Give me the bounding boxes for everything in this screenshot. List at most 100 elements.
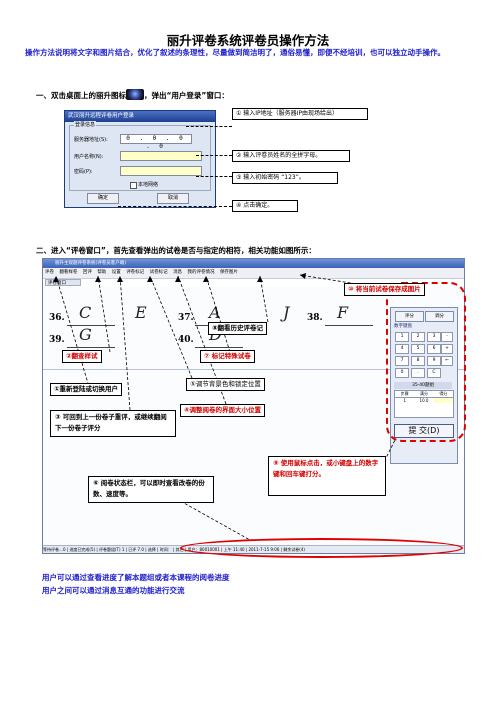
divider <box>43 369 464 370</box>
arrowhead <box>257 276 263 282</box>
table-cell: 10.0 <box>419 398 429 403</box>
label-relogin: ①重新登陆或切换用户 <box>50 383 123 396</box>
menu-item-sample[interactable]: 翻看样卷 <box>59 270 78 275</box>
menu-item-grading-mark[interactable]: 评卷标记 <box>126 270 145 275</box>
status-graded: 已评 7.0 <box>128 547 144 552</box>
arrowhead <box>95 276 101 282</box>
score-input-cell[interactable] <box>433 398 453 403</box>
arrowhead <box>53 276 59 282</box>
handwritten-answer: J <box>283 303 290 322</box>
question-number: 36. <box>49 313 65 323</box>
handwritten-answer: F <box>337 303 349 322</box>
app-title-bar: 丽升主观题评卷系统(评卷员客户端) <box>43 259 464 268</box>
score-group-title: 35-40题组 <box>394 382 452 389</box>
key-dot[interactable]: . <box>411 368 425 378</box>
status-group: 评卷题组(T) 1 <box>99 547 125 552</box>
key-6[interactable]: 6 <box>427 344 441 354</box>
label-keyboard: ⑨ 使用鼠标点击，或小键盘上的数字键和回车键打分。 <box>268 456 386 496</box>
menu-item-messages[interactable]: 消息 <box>173 270 183 275</box>
table-header: 步骤 <box>400 391 409 396</box>
app-menu-bar: 评卷 翻看样卷 回评 帮助 设置 评卷标记 试卷标记 消息 我的评卷情况 保存图… <box>43 268 464 279</box>
username-input[interactable] <box>120 151 202 161</box>
menu-item-grading[interactable]: 评卷 <box>45 270 54 275</box>
status-time: 时间： <box>159 547 172 552</box>
key-backspace[interactable]: ← <box>441 356 453 366</box>
username-label: 用户名称(N): <box>74 154 104 160</box>
server-address-label: 服务器地址(S): <box>74 137 108 143</box>
password-input[interactable] <box>120 166 202 176</box>
status-progress: 进度已完成(5) <box>69 547 96 552</box>
menu-item-help[interactable]: 帮助 <box>97 270 107 275</box>
leader-arrow-nav <box>119 275 131 411</box>
login-cancel-button[interactable]: 取消 <box>157 193 189 204</box>
password-label: 密码(P): <box>74 169 93 175</box>
menu-item-settings[interactable]: 设置 <box>111 270 121 275</box>
label-sample: ②翻查样试 <box>62 350 102 363</box>
key-9[interactable]: 9 <box>427 356 441 366</box>
key-2[interactable]: 2 <box>411 332 425 342</box>
arrowhead <box>117 276 123 282</box>
key-7[interactable]: 7 <box>395 356 409 366</box>
leader-arrow-sample <box>97 275 111 353</box>
menu-item-my-progress[interactable]: 我的评卷情况 <box>187 270 215 275</box>
question-number: 37. <box>178 313 194 323</box>
section-1-text-before: 一、双击桌面上的丽升图标 <box>36 91 126 100</box>
local-network-label: 本地网络 <box>138 182 159 188</box>
arrowhead <box>203 276 209 282</box>
table-row: 1 10.0 <box>395 398 453 403</box>
key-4[interactable]: 4 <box>395 344 409 354</box>
status-bar-highlight-ring <box>180 538 463 558</box>
tab-score[interactable]: 评分 <box>395 311 424 322</box>
answer-line <box>67 325 115 326</box>
answer-line <box>325 325 373 326</box>
arrowhead <box>300 273 306 279</box>
scoring-keypad-panel: 评分 调分 数字键盘 1 2 3 4 5 6 7 8 9 0 . - + ← C… <box>390 307 458 464</box>
key-plus[interactable]: + <box>441 344 453 354</box>
server-address-input[interactable]: 0 . 0 . 0 . 0 <box>120 134 192 150</box>
login-dialog-title: 武汉丽升远程评卷用户登录 <box>65 111 215 122</box>
status-waiting: 等待评卷…0 <box>43 547 66 552</box>
status-other: 其它 <box>175 547 184 552</box>
callout-password: ③ 输入初始密码 “123”。 <box>232 172 338 184</box>
question-number: 39. <box>49 335 65 345</box>
menu-item-paper-mark[interactable]: 试卷标记 <box>149 270 168 275</box>
tab-grading-window[interactable]: 评卷窗口 <box>45 279 81 286</box>
keypad-title: 数字键盘 <box>394 324 412 329</box>
section-1-text-after: ，弹出“用户登录”窗口： <box>144 91 229 100</box>
callout-confirm: ④ 点击确定。 <box>232 200 298 212</box>
document-title: 丽升评卷系统评卷员操作方法 <box>166 33 330 48</box>
key-3[interactable]: 3 <box>427 332 441 342</box>
handwritten-answer: C <box>79 303 92 322</box>
key-clear[interactable]: C <box>427 368 441 378</box>
key-5[interactable]: 5 <box>411 344 425 354</box>
leader-line <box>186 126 232 127</box>
arrowhead <box>147 276 153 282</box>
key-minus[interactable]: - <box>441 332 453 342</box>
answer-line <box>67 347 115 348</box>
handwritten-answer: A <box>209 303 221 322</box>
leader-arrow-history <box>259 275 269 323</box>
section-1-heading: 一、双击桌面上的丽升图标 ，弹出“用户登录”窗口： <box>36 89 229 101</box>
label-bg-color: ⑤调节背景色和锁定位置 <box>186 378 265 391</box>
leader-line <box>118 206 232 207</box>
menu-item-save-image[interactable]: 保存图片 <box>219 270 238 275</box>
keypad-highlight-ring <box>386 282 466 442</box>
menu-item-review[interactable]: 回评 <box>82 270 92 275</box>
lisheng-desktop-icon[interactable] <box>126 89 144 100</box>
label-navigate: ③ 可回到上一份卷子重评，或继续翻阅下一份卷子评分 <box>50 410 176 437</box>
leader-arrow-bg <box>149 275 193 379</box>
key-8[interactable]: 8 <box>411 356 425 366</box>
question-number: 38. <box>307 313 323 323</box>
leader-line <box>196 155 232 156</box>
answer-line <box>195 347 243 348</box>
login-ok-button[interactable]: 确定 <box>87 193 119 204</box>
label-status-bar: ⑥ 阅卷状态栏，可以即时查看改卷的份数、速度等。 <box>88 476 214 503</box>
local-network-checkbox[interactable] <box>130 182 137 189</box>
key-1[interactable]: 1 <box>395 332 409 342</box>
key-0[interactable]: 0 <box>395 368 409 378</box>
score-table: 步骤 满分 得分 1 10.0 <box>394 390 454 418</box>
tab-adjust-score[interactable]: 调分 <box>425 311 454 322</box>
table-header: 得分 <box>439 391 448 396</box>
leader-line <box>196 176 232 177</box>
login-group-legend: 登录信息 <box>74 121 97 128</box>
